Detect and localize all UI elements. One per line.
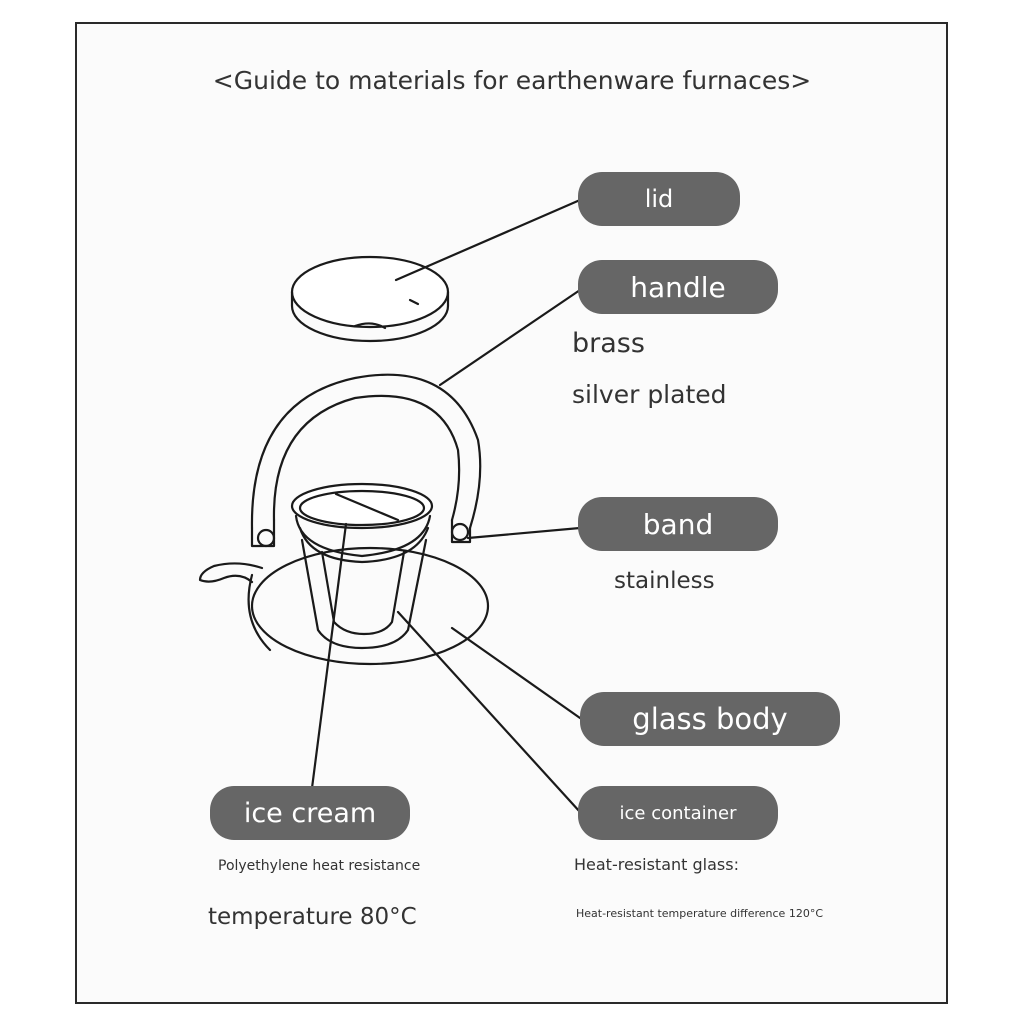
label-band: band — [578, 497, 778, 551]
label-ice-container: ice container — [578, 786, 778, 840]
handle-material-1: brass — [572, 328, 645, 359]
label-lid: lid — [578, 172, 740, 226]
ice-container-material-1: Heat-resistant glass: — [574, 855, 739, 874]
handle-material-2: silver plated — [572, 380, 727, 409]
band-material: stainless — [614, 568, 715, 594]
ice-cream-material-2: temperature 80°C — [208, 904, 417, 930]
lid-icon — [290, 255, 450, 343]
ice-cream-material-1: Polyethylene heat resistance — [218, 858, 421, 874]
diagram-title: <Guide to materials for earthenware furn… — [212, 66, 812, 95]
diagram-frame — [75, 22, 948, 1004]
ice-container-material-2: Heat-resistant temperature difference 12… — [576, 907, 823, 920]
teapot-icon — [198, 373, 490, 666]
label-handle: handle — [578, 260, 778, 314]
label-glass-body: glass body — [580, 692, 840, 746]
label-ice-cream: ice cream — [210, 786, 410, 840]
